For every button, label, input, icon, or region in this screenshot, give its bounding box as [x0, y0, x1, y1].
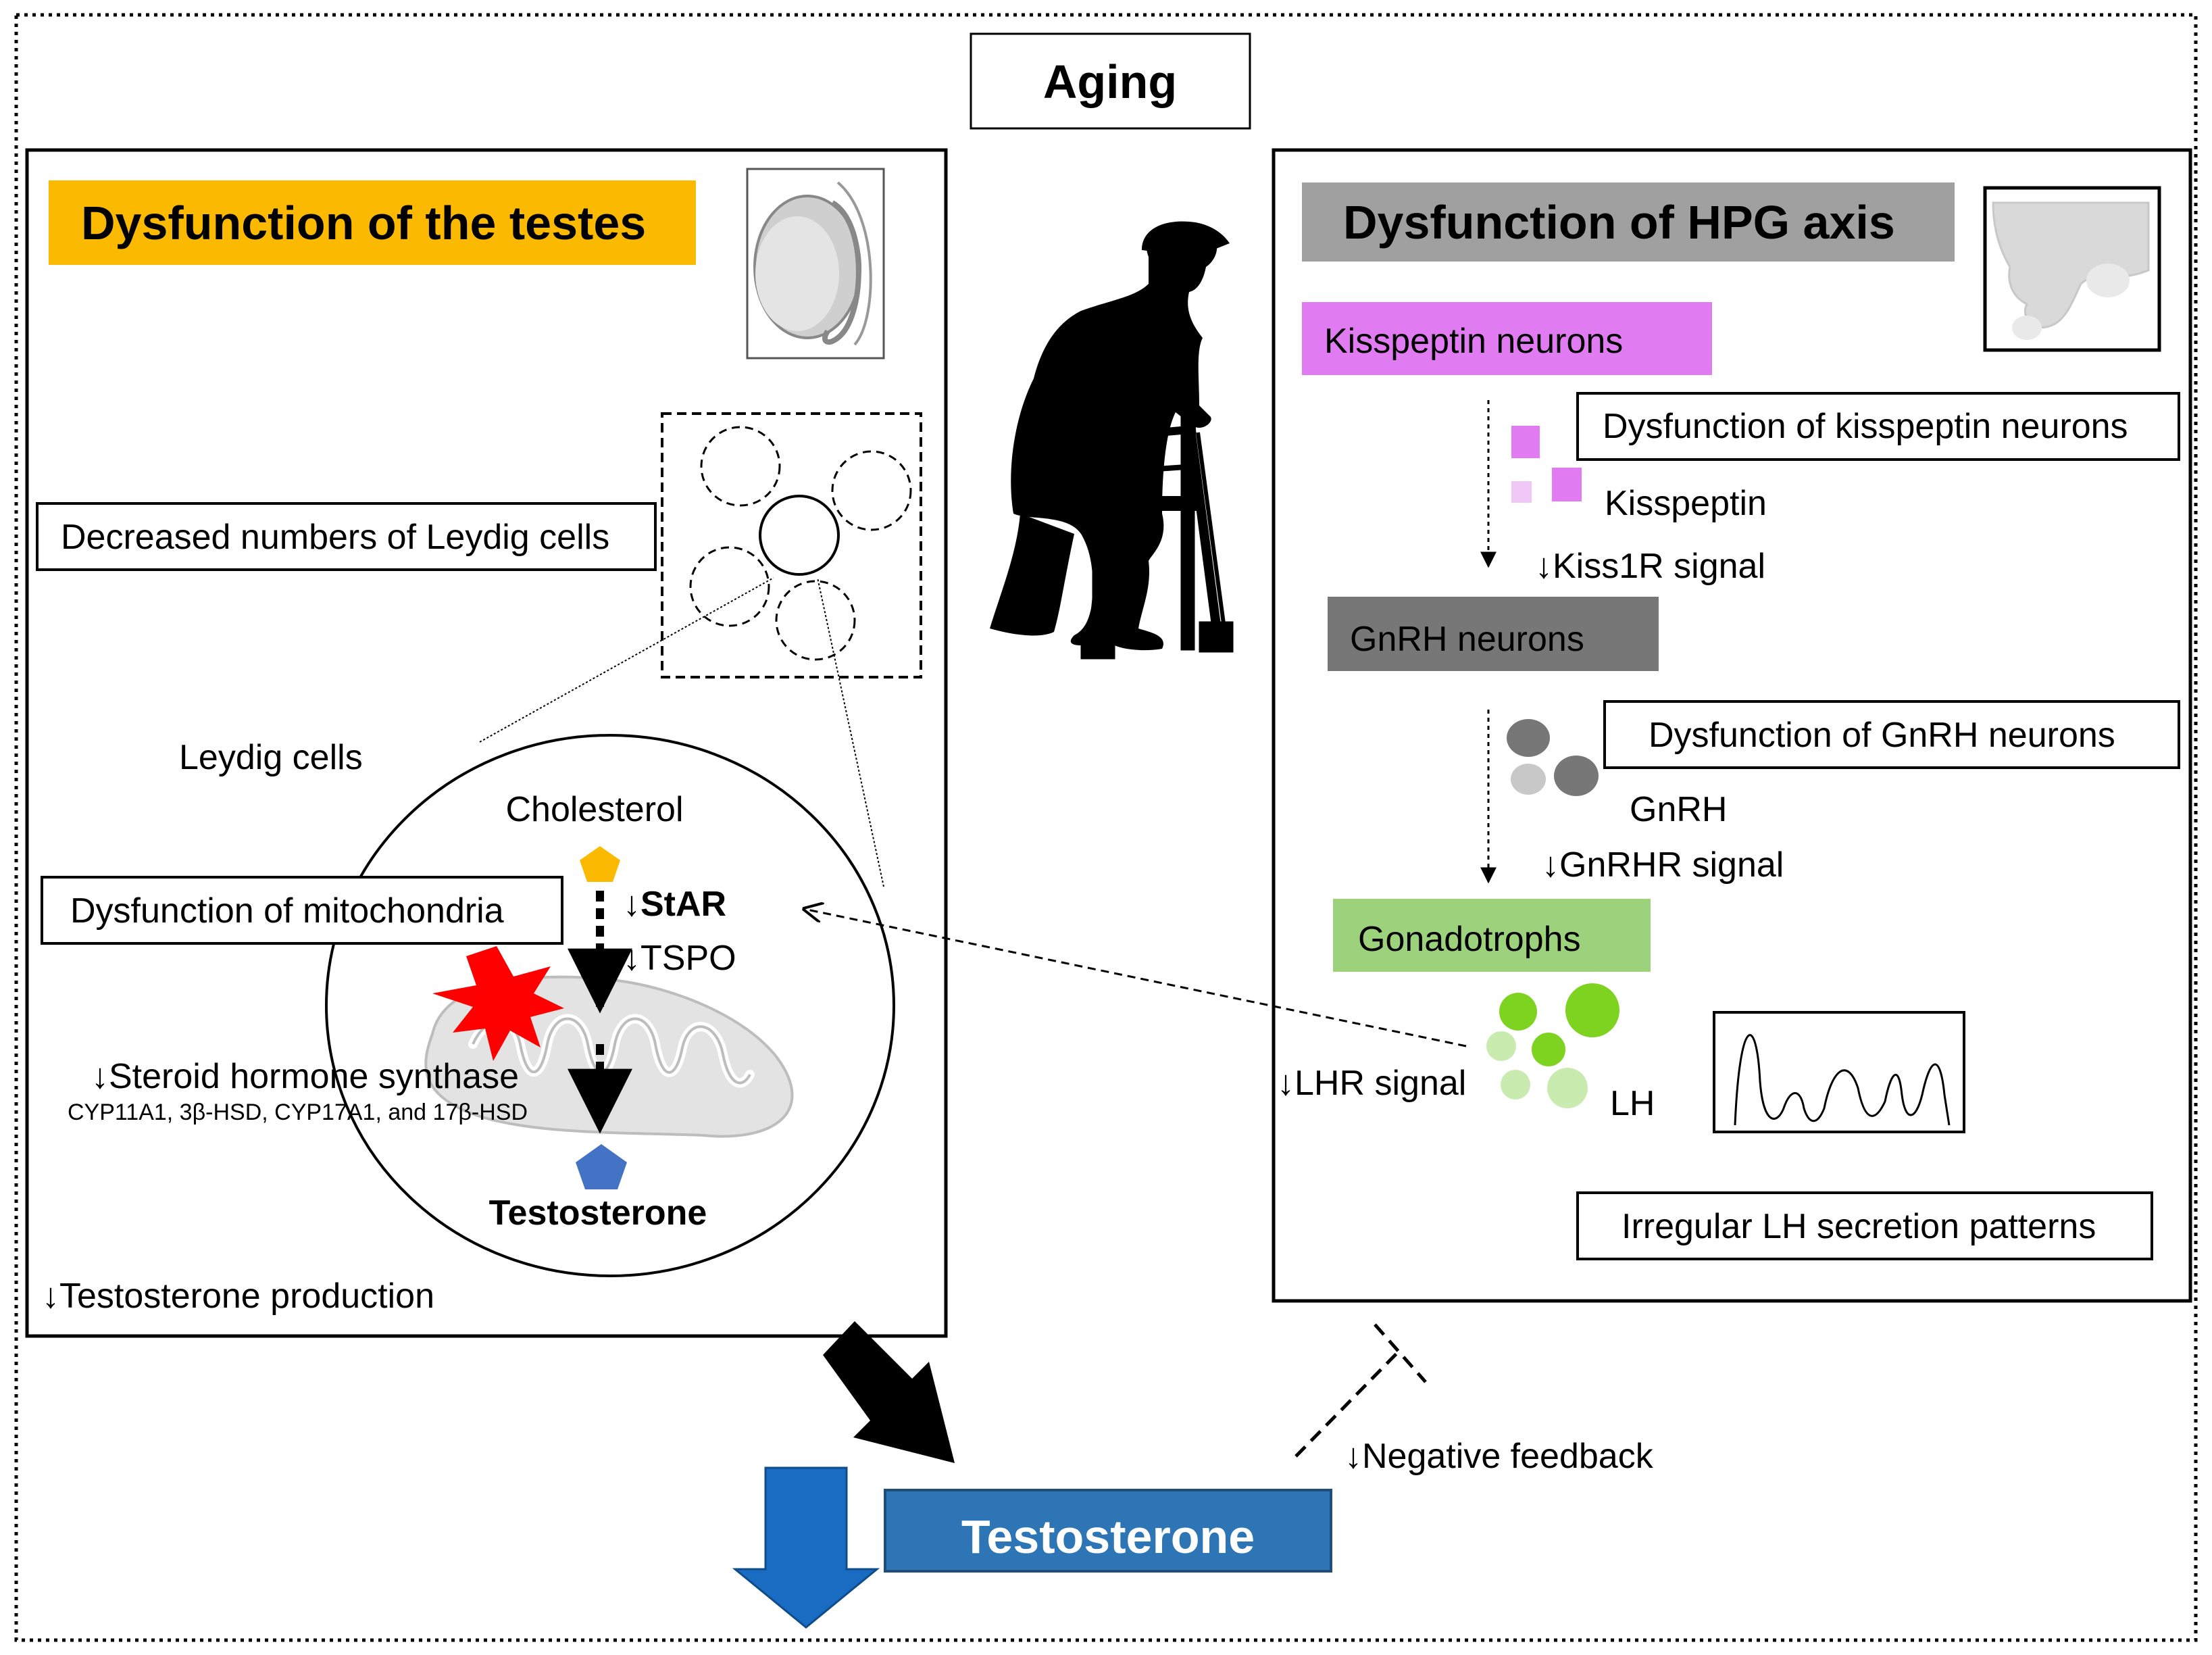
testosterone-label-cell: Testosterone — [489, 1193, 707, 1233]
testosterone-box — [884, 1489, 1332, 1573]
testosterone-production-label: ↓Testosterone production — [42, 1277, 434, 1316]
testosterone-pentagon-icon — [576, 1144, 627, 1189]
hpg-header: Dysfunction of HPG axis — [1343, 196, 1895, 249]
kisspeptin-particles-icon — [1511, 426, 1582, 503]
elderly-person-with-walker-icon — [990, 221, 1234, 660]
cholesterol-label: Cholesterol — [505, 790, 683, 829]
lh-to-star-arrow — [804, 909, 1467, 1047]
steroid-synthase-label: ↓Steroid hormone synthase — [91, 1057, 519, 1096]
kiss-dysfunction-box — [1576, 392, 2180, 461]
testes-panel — [25, 148, 948, 1338]
irregular-lh-label: Irregular LH secretion patterns — [1622, 1207, 2096, 1246]
zoom-line-left — [479, 577, 774, 743]
leydig-cell-cluster — [689, 426, 912, 661]
kiss-dysfunction-label: Dysfunction of kisspeptin neurons — [1603, 407, 2128, 446]
mito-dysfunction-label: Dysfunction of mitochondria — [70, 891, 504, 931]
leydig-cell — [325, 734, 895, 1277]
outer-border — [14, 13, 2198, 1642]
zoom-line-right — [817, 577, 884, 887]
aging-title-box — [970, 32, 1251, 130]
gnrh-label: GnRH — [1630, 790, 1727, 829]
negative-feedback-bar — [1374, 1323, 1427, 1383]
kiss1r-label: ↓Kiss1R signal — [1535, 547, 1765, 586]
negative-feedback-line — [1294, 1350, 1400, 1458]
decreased-leydig-label: Decreased numbers of Leydig cells — [61, 518, 609, 557]
gnrhr-label: ↓GnRHR signal — [1542, 845, 1784, 885]
lh-particles-icon — [1486, 983, 1619, 1108]
hpg-panel — [1272, 148, 2192, 1303]
lhr-label: ↓LHR signal — [1277, 1064, 1466, 1103]
tspo-label: ↓TSPO — [623, 939, 736, 978]
mito-dysfunction-box — [41, 876, 563, 945]
irregular-lh-box — [1576, 1191, 2153, 1260]
lh-pulse-graph — [1713, 1011, 1965, 1133]
star-label: ↓StAR — [623, 885, 726, 924]
gnrh-neurons-box — [1328, 597, 1659, 671]
testosterone-label-bottom: Testosterone — [961, 1510, 1255, 1563]
gonadotrophs-label: Gonadotrophs — [1358, 920, 1581, 959]
leydig-cells-label: Leydig cells — [179, 738, 363, 777]
lh-label: LH — [1610, 1084, 1655, 1123]
decreased-leydig-box — [36, 502, 657, 571]
kisspeptin-neurons-box — [1302, 302, 1712, 375]
testes-header-box — [49, 180, 696, 265]
mitochondrial-damage-burst-icon — [432, 946, 564, 1061]
hpg-header-box — [1302, 182, 1955, 262]
kisspeptin-label: Kisspeptin — [1605, 484, 1767, 523]
enzymes-label: CYP11A1, 3β-HSD, CYP17A1, and 17β-HSD — [68, 1100, 528, 1125]
gnrh-neurons-label: GnRH neurons — [1350, 620, 1584, 659]
gnrh-dysfunction-label: Dysfunction of GnRH neurons — [1649, 716, 2115, 755]
decrease-arrow-icon — [732, 1466, 880, 1629]
aging-title: Aging — [1043, 55, 1177, 108]
cholesterol-pentagon-icon — [580, 846, 620, 882]
negative-feedback-label: ↓Negative feedback — [1344, 1437, 1654, 1476]
gnrh-dysfunction-box — [1603, 700, 2180, 769]
testis-icon — [746, 168, 885, 360]
testes-to-testosterone-arrow — [823, 1321, 955, 1463]
pituitary-icon — [1983, 186, 2161, 352]
testes-header: Dysfunction of the testes — [81, 197, 646, 249]
kisspeptin-neurons-label: Kisspeptin neurons — [1324, 322, 1623, 361]
gnrh-particles-icon — [1507, 719, 1599, 796]
gonadotrophs-box — [1333, 899, 1651, 972]
leydig-cluster-box — [661, 412, 922, 678]
